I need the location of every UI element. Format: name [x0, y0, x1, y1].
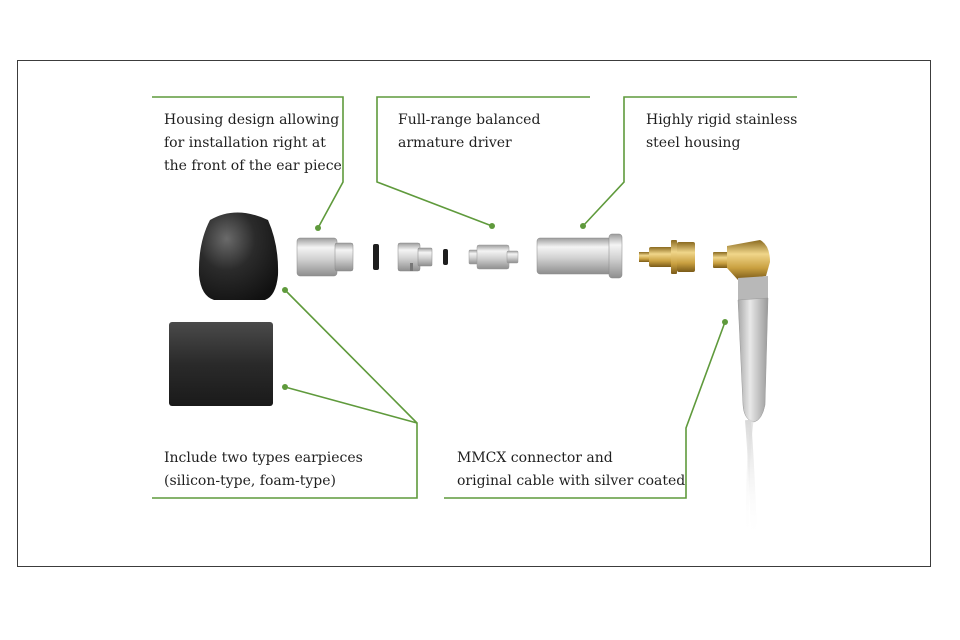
small-ring: [443, 249, 448, 265]
mmcx-socket: [639, 240, 695, 274]
label-steel-housing: Highly rigid stainless steel housing: [646, 112, 798, 151]
label-mmcx-cable: MMCX connector and original cable with s…: [457, 450, 686, 489]
leader-dot-silicon: [282, 287, 288, 293]
leader-line-mmcx: [444, 321, 726, 499]
leader-line-steel: [582, 96, 797, 227]
leader-line-housing-design: [152, 96, 344, 229]
leader-dot-housing: [315, 225, 321, 231]
stainless-steel-housing: [536, 233, 623, 279]
leader-line-earpieces: [152, 289, 418, 499]
ring: [373, 244, 379, 270]
front-housing: [296, 237, 354, 277]
leader-line-driver: [376, 96, 590, 227]
leader-dot-steel: [580, 223, 586, 229]
leader-dot-foam: [282, 384, 288, 390]
foam-earpiece: [169, 322, 273, 406]
label-driver: Full-range balanced armature driver: [398, 112, 541, 151]
leader-line-earpieces-foam: [284, 386, 418, 424]
mmcx-connector-cable: [713, 240, 770, 541]
silicon-earpiece: [198, 212, 279, 300]
leader-dot-mmcx: [722, 319, 728, 325]
leader-dot-driver: [489, 223, 495, 229]
diagram-frame: [17, 60, 931, 567]
nozzle-insert: [397, 242, 433, 272]
balanced-armature-driver: [468, 244, 519, 270]
label-earpieces: Include two types earpieces (silicon-typ…: [164, 450, 363, 489]
label-housing-design: Housing design allowing for installation…: [164, 112, 342, 174]
